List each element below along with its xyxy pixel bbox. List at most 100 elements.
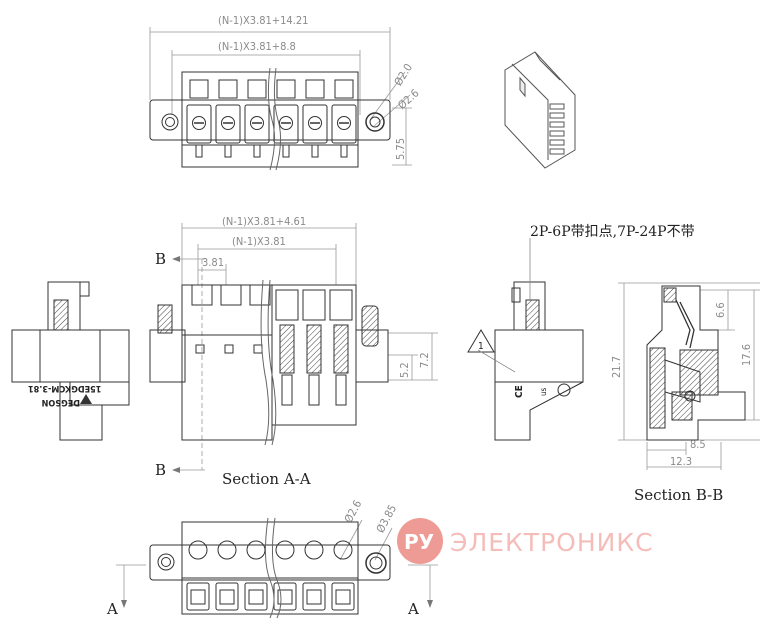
note-view <box>467 238 584 441</box>
aa-cut-pin <box>308 374 320 406</box>
isometric-view <box>504 51 576 169</box>
bottom-wire-slot-inner <box>335 589 351 605</box>
top-view <box>149 27 412 171</box>
aa-contact-window <box>224 344 234 354</box>
bottom-wire-slot <box>244 582 268 611</box>
top-wire-entry <box>189 79 209 99</box>
bottom-wire-slot-inner <box>306 589 322 605</box>
bottom-screw-hole <box>275 540 295 560</box>
bottom-marker-a-left: A <box>106 600 118 618</box>
top-dim-height: 5.75 <box>394 138 407 160</box>
top-pin-bay <box>244 104 270 144</box>
bottom-dim-hole-small: Ø2.6 <box>342 498 365 525</box>
section-aa-title: Section A-A <box>222 470 311 488</box>
top-screw-icon <box>337 116 351 130</box>
bottom-screw-hole <box>188 540 208 560</box>
aa-wire-opening <box>249 284 271 306</box>
top-wire-entry <box>276 79 296 99</box>
watermark-text: ЭЛЕКТРОНИКС <box>450 528 654 557</box>
section-aa-dim-span: (N-1)X3.81 <box>232 235 286 248</box>
bottom-wire-slot-inner <box>190 589 206 605</box>
aa-contact-window <box>253 344 263 354</box>
bottom-wire-slot <box>186 582 210 611</box>
watermark-logo-text: РУ <box>404 530 434 554</box>
bottom-wire-slot <box>302 582 326 611</box>
watermark: РУ ЭЛЕКТРОНИКС <box>397 518 654 564</box>
aa-cut-pin <box>281 374 293 406</box>
aa-cut-entry <box>329 289 353 321</box>
bottom-wire-slot <box>273 582 297 611</box>
top-screw-icon <box>279 116 293 130</box>
top-wire-entry <box>247 79 267 99</box>
top-pin-tab <box>253 144 261 158</box>
aa-cut-entry <box>302 289 326 321</box>
bottom-wire-slot-inner <box>219 589 235 605</box>
section-bb-dim-depth-a: 8.5 <box>690 438 706 451</box>
aa-cut-contact <box>306 324 322 374</box>
top-pin-tab <box>340 144 348 158</box>
section-bb-dim-upper: 6.6 <box>714 302 727 318</box>
bottom-screw-hole <box>246 540 266 560</box>
section-bb-dim-depth-b: 12.3 <box>670 455 692 468</box>
warning-number: 1 <box>478 341 484 352</box>
aa-wire-opening <box>220 284 242 306</box>
aa-cut-entry <box>275 289 299 321</box>
iso-slot <box>549 139 565 146</box>
top-wire-entry <box>305 79 325 99</box>
section-aa-dim-pitch: 3.81 <box>202 256 224 269</box>
top-pin-bay <box>186 104 212 144</box>
top-pin-tab <box>311 144 319 158</box>
aa-wire-opening <box>191 284 213 306</box>
top-pin-tab <box>224 144 232 158</box>
top-screw-icon <box>221 116 235 130</box>
aa-cut-contact <box>279 324 295 374</box>
iso-slot <box>549 112 565 119</box>
ul-logo-icon <box>557 383 571 397</box>
bottom-marker-a-right: A <box>407 600 419 618</box>
top-dim-hole-small: Ø2.0 <box>392 61 415 88</box>
section-aa-dim-height-a: 5.2 <box>398 362 411 378</box>
section-bb-dim-total-height: 21.7 <box>610 356 623 378</box>
bottom-screw-hole <box>304 540 324 560</box>
iso-slot <box>549 103 565 110</box>
top-pin-bay <box>273 104 299 144</box>
aa-contact-window <box>195 344 205 354</box>
side-view <box>11 281 130 441</box>
bottom-screw-hole <box>217 540 237 560</box>
ul-mark: us <box>539 387 548 396</box>
note-text: 2P-6P带扣点,7P-24P不带 <box>530 224 695 240</box>
ce-mark: CE <box>514 385 525 398</box>
section-bb-title: Section B-B <box>634 486 723 504</box>
top-dim-pitch: (N-1)X3.81+8.8 <box>218 40 296 53</box>
iso-slot <box>549 148 565 155</box>
top-pin-tab <box>195 144 203 158</box>
top-pin-tab <box>282 144 290 158</box>
section-bb-dim-height: 17.6 <box>740 344 753 366</box>
top-screw-icon <box>308 116 322 130</box>
top-wire-entry <box>218 79 238 99</box>
section-aa-dim-total: (N-1)X3.81+4.61 <box>222 215 306 228</box>
top-pin-bay <box>331 104 357 144</box>
top-wire-entry <box>334 79 354 99</box>
iso-slot <box>549 121 565 128</box>
aa-cut-contact <box>333 324 349 374</box>
bottom-view <box>116 517 438 619</box>
top-dim-total: (N-1)X3.81+14.21 <box>218 14 308 27</box>
aa-cut-pin <box>335 374 347 406</box>
bottom-wire-slot <box>215 582 239 611</box>
side-brand: DEGSON <box>41 397 80 407</box>
degson-logo-icon <box>80 394 92 404</box>
section-bb-view <box>618 282 760 470</box>
section-aa-view <box>149 223 438 473</box>
section-aa-marker-b-top: B <box>155 250 166 268</box>
section-aa-dim-height-b: 7.2 <box>418 352 431 368</box>
section-aa-marker-b-bottom: B <box>155 461 166 479</box>
top-pin-bay <box>215 104 241 144</box>
bottom-wire-slot <box>331 582 355 611</box>
bottom-dim-hole-large: Ø3.85 <box>374 503 399 535</box>
top-screw-icon <box>250 116 264 130</box>
watermark-logo-icon <box>397 518 443 564</box>
bottom-wire-slot-inner <box>248 589 264 605</box>
